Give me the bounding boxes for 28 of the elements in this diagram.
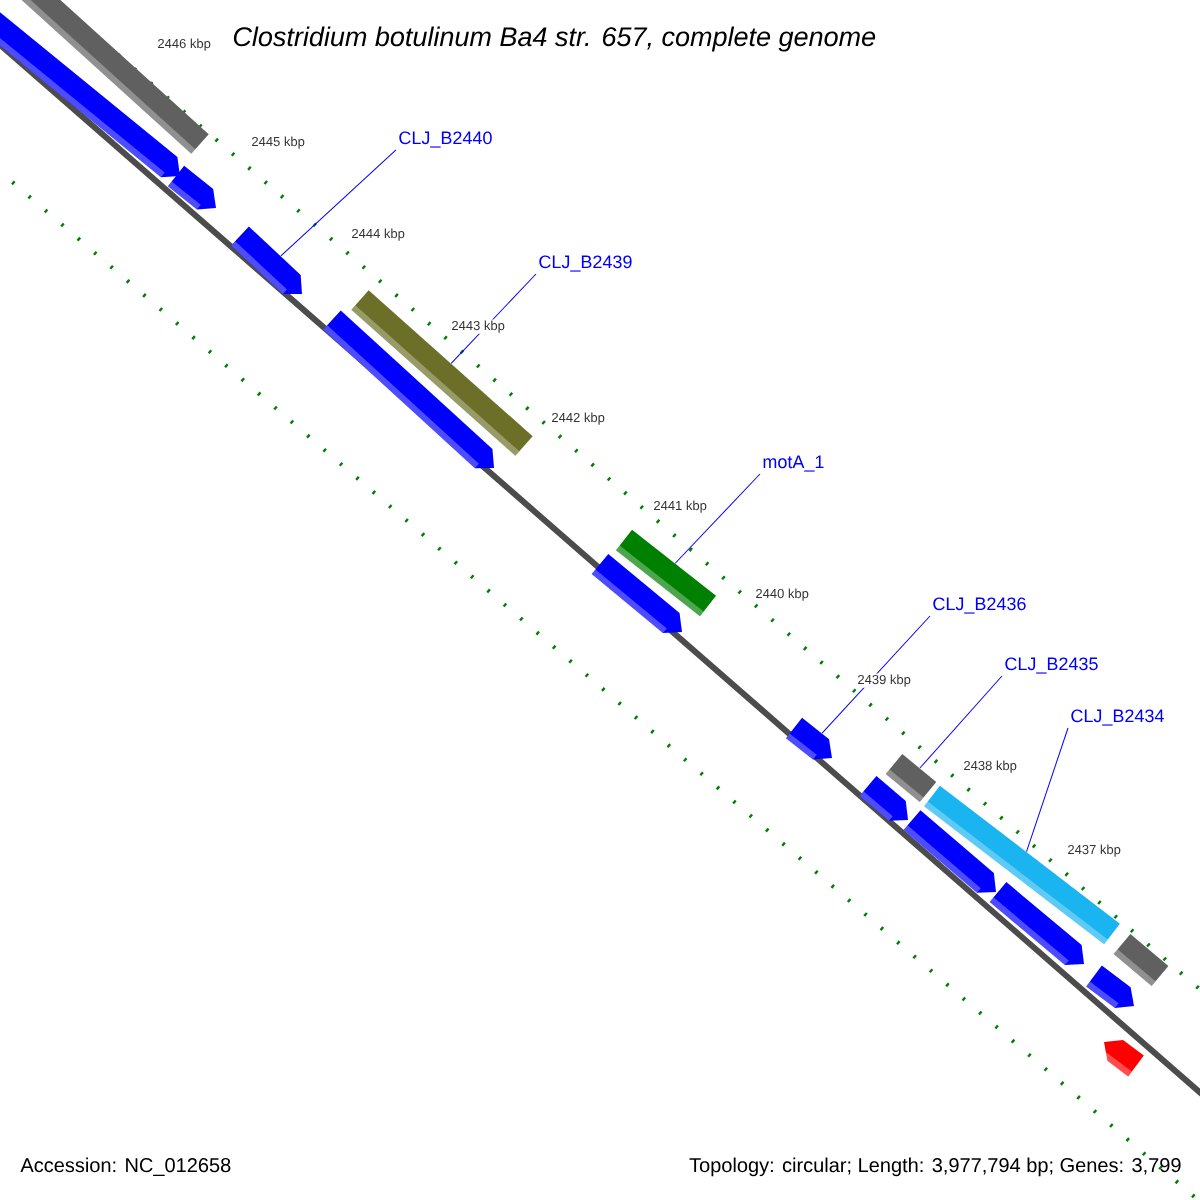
gene-bar <box>615 529 717 617</box>
gene-label: CLJ_B2434 <box>1071 709 1164 726</box>
gene-bar <box>167 165 216 210</box>
leader-line <box>919 675 1003 769</box>
leader-line <box>821 615 931 734</box>
gene-bar <box>1113 934 1169 986</box>
title: Clostridium botulinum Ba4 str. 657, complete genome <box>230 24 879 54</box>
leader-line <box>674 473 761 564</box>
gene-bar <box>885 753 937 803</box>
gene-bar <box>351 290 533 456</box>
gene-bar <box>1086 965 1134 1008</box>
gene-label: CLJ_B2439 <box>539 255 632 272</box>
genome-summary-text: Topology: circular; Length: 3,977,794 bp; Genes: 3,799 <box>689 1157 1181 1177</box>
accession-text: Accession: NC_012658 <box>20 1157 231 1176</box>
gene-bar <box>785 717 832 760</box>
gene-bar <box>859 776 908 821</box>
gene-label: motA_1 <box>763 455 824 472</box>
gene-bar <box>903 810 996 893</box>
gene-bar <box>924 785 1120 945</box>
leader-line <box>280 149 397 257</box>
gene-label: CLJ_B2440 <box>399 131 492 148</box>
gene-label: CLJ_B2436 <box>933 597 1026 614</box>
gene-label: CLJ_B2435 <box>1005 657 1098 674</box>
gene-bar <box>21 0 209 154</box>
gene-bar <box>591 554 682 634</box>
gene-bar <box>989 882 1084 965</box>
gene-bar <box>231 226 302 294</box>
leader-line <box>1026 727 1069 853</box>
